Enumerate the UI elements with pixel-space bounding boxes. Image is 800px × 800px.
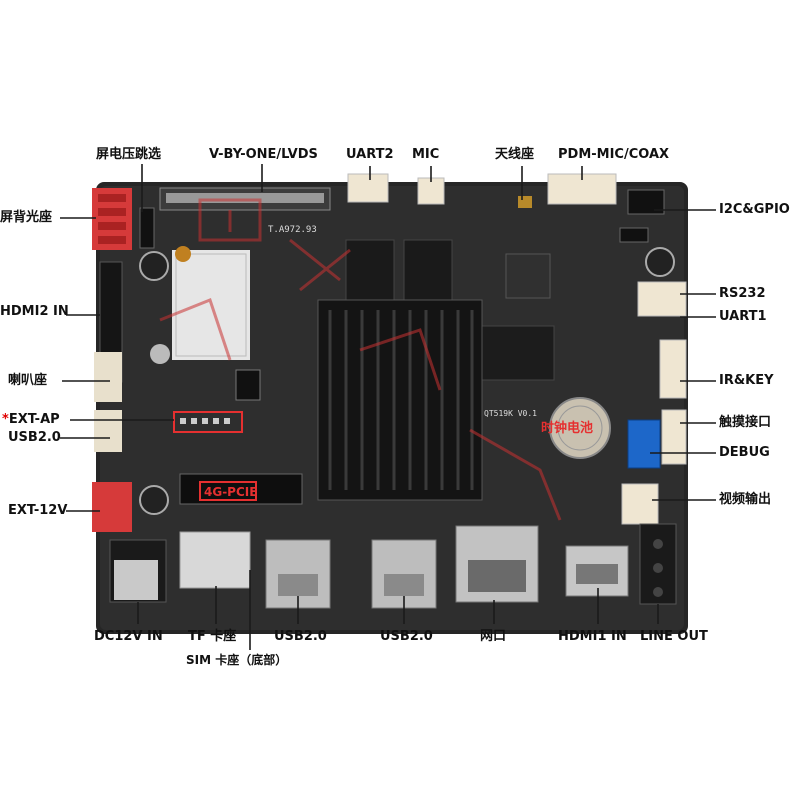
- ram-chip-2: [403, 239, 453, 311]
- label-vbyone-lvds: V-BY-ONE/LVDS: [209, 147, 318, 162]
- label-ir-key: IR&KEY: [719, 373, 774, 388]
- capacitor: [139, 251, 169, 281]
- rs232-uart1-connector: [637, 281, 687, 317]
- rtc-battery-ring: [557, 405, 603, 451]
- label-touch: 触摸接口: [719, 415, 772, 430]
- rtc-battery-label: 时钟电池: [541, 420, 593, 436]
- antenna-connector: [518, 196, 532, 208]
- orange-component: [175, 246, 191, 262]
- label-hdmi1-in: HDMI1 IN: [558, 629, 627, 644]
- pcie-label: 4G-PCIE: [204, 485, 257, 499]
- watermark: [159, 198, 562, 521]
- label-usb20-bottom-1: USB2.0: [274, 629, 327, 644]
- header: [619, 227, 649, 243]
- label-uart2: UART2: [346, 147, 394, 162]
- dc-jack: [114, 560, 158, 600]
- label-hdmi2-in: HDMI2 IN: [0, 304, 69, 319]
- heatsink-fins: [328, 310, 474, 490]
- label-backlight: 屏背光座: [0, 210, 53, 225]
- label-lcd-voltage-jumper: 屏电压跳选: [96, 147, 162, 162]
- label-tf-slot: TF 卡座: [188, 629, 237, 644]
- capacitor: [645, 247, 675, 277]
- rtc-battery: [549, 397, 611, 459]
- line-out-hole: [653, 563, 663, 573]
- label-debug: DEBUG: [719, 445, 770, 460]
- usb-port-2-inner: [384, 574, 424, 596]
- usb-header-connector: [94, 410, 122, 452]
- label-dc12v-in: DC12V IN: [94, 629, 163, 644]
- tf-card-slot: [179, 531, 251, 589]
- video-out-connector: [621, 483, 659, 525]
- capacitor: [139, 485, 169, 515]
- ram-chip-1: [345, 239, 395, 311]
- backlight-pin: [98, 208, 126, 216]
- label-sim-slot: SIM 卡座（底部）: [186, 653, 288, 667]
- ext12v-connector: [92, 482, 132, 532]
- debug-connector: [627, 419, 661, 469]
- label-mic: MIC: [412, 147, 440, 162]
- uart2-connector: [347, 173, 389, 203]
- hdmi1-port-opening: [576, 564, 618, 584]
- backlight-pin: [98, 222, 126, 230]
- label-usb20-bottom-2: USB2.0: [380, 629, 433, 644]
- label-rs232: RS232: [719, 286, 766, 301]
- ethernet-port-opening: [468, 560, 526, 592]
- ir-key-connector: [659, 339, 687, 399]
- ext-ap-pins: [180, 418, 230, 424]
- board-model: QT519K V0.1: [484, 409, 537, 418]
- backlight-pin: [98, 194, 126, 202]
- line-out-hole: [653, 587, 663, 597]
- label-speaker: 喇叭座: [8, 373, 48, 388]
- small-header: [235, 369, 261, 401]
- touch-connector: [661, 409, 687, 465]
- leader-lines: [60, 164, 716, 650]
- label-i2c-gpio: I2C&GPIO: [719, 202, 790, 217]
- ext-ap-star: *: [2, 412, 9, 427]
- connector-code: T.A972.93: [268, 225, 317, 235]
- emmc-chip: [505, 253, 551, 299]
- label-video-out: 视频输出: [719, 492, 772, 507]
- label-antenna: 天线座: [495, 147, 535, 162]
- ext-ap-text: EXT-AP: [8, 412, 60, 427]
- line-out-hole: [653, 539, 663, 549]
- voltage-jumper: [139, 207, 155, 249]
- mic-connector: [417, 177, 445, 205]
- pcie-highlight: [199, 481, 257, 501]
- capacitor: [150, 344, 170, 364]
- ext-ap-highlight: [173, 411, 243, 433]
- label-ext-12v: EXT-12V: [8, 503, 68, 518]
- label-line-out: LINE OUT: [640, 629, 708, 644]
- backlight-pin: [98, 236, 126, 244]
- label-usb20-left: USB2.0: [8, 430, 61, 445]
- speaker-connector: [94, 352, 122, 402]
- usb-port-1-inner: [278, 574, 318, 596]
- label-pdm-mic-coax: PDM-MIC/COAX: [558, 147, 670, 162]
- label-ethernet: 网口: [480, 629, 507, 644]
- wifi-module-frame: [175, 253, 247, 357]
- lvds-connector-pins: [166, 193, 324, 203]
- label-ext-ap: *EXT-AP: [2, 412, 60, 428]
- label-uart1: UART1: [719, 309, 767, 324]
